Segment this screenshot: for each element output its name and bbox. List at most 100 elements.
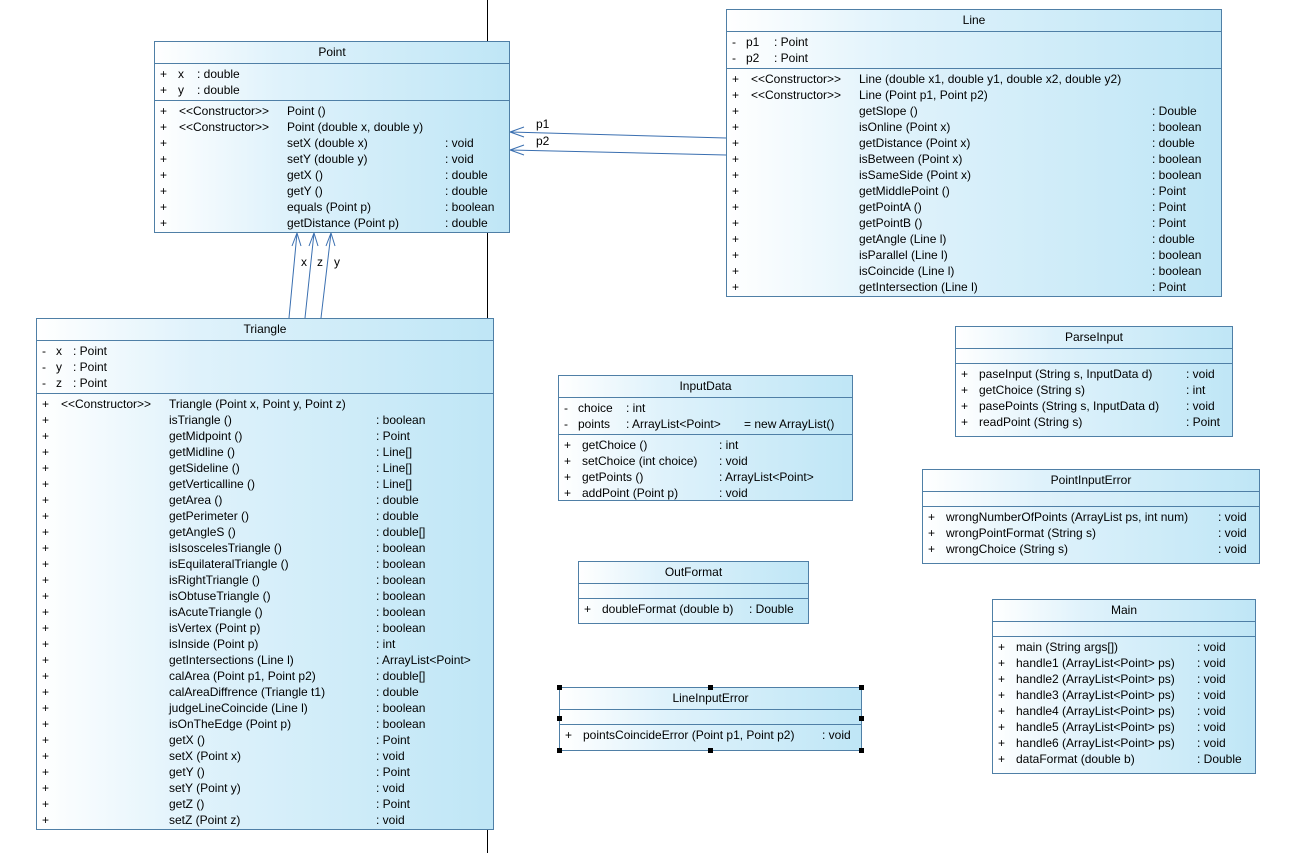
operation-row[interactable]: +calArea (Point p1, Point p2): double[] bbox=[37, 668, 493, 684]
operation-row[interactable]: +getIntersections (Line l): ArrayList<Po… bbox=[37, 652, 493, 668]
attribute-row[interactable]: -p1: Point bbox=[727, 34, 1221, 50]
operation-row[interactable]: +getZ (): Point bbox=[37, 796, 493, 812]
operation-row[interactable]: +wrongNumberOfPoints (ArrayList ps, int … bbox=[923, 509, 1259, 525]
operation-row[interactable]: +isOnline (Point x): boolean bbox=[727, 119, 1221, 135]
operation-row[interactable]: +handle2 (ArrayList<Point> ps): void bbox=[993, 671, 1255, 687]
operation-row[interactable]: +isVertex (Point p): boolean bbox=[37, 620, 493, 636]
operation-row[interactable]: +judgeLineCoincide (Line l): boolean bbox=[37, 700, 493, 716]
operation-row[interactable]: +addPoint (Point p): void bbox=[559, 485, 852, 501]
operation-row[interactable]: +wrongPointFormat (String s): void bbox=[923, 525, 1259, 541]
operation-row[interactable]: +getChoice (): int bbox=[559, 437, 852, 453]
class-main[interactable]: Main +main (String args[]): void +handle… bbox=[992, 599, 1256, 774]
operation-row[interactable]: +getPoints (): ArrayList<Point> bbox=[559, 469, 852, 485]
attribute-row[interactable]: +y: double bbox=[155, 82, 509, 98]
operation-row[interactable]: +wrongChoice (String s): void bbox=[923, 541, 1259, 557]
operation-row[interactable]: +isTriangle (): boolean bbox=[37, 412, 493, 428]
selection-handle-bottom-center[interactable] bbox=[708, 748, 713, 753]
operation-row[interactable]: +setY (double y): void bbox=[155, 151, 509, 167]
association-x-line[interactable] bbox=[288, 232, 298, 319]
class-pointinputerror[interactable]: PointInputError +wrongNumberOfPoints (Ar… bbox=[922, 469, 1260, 564]
selection-handle-bottom-right[interactable] bbox=[859, 748, 864, 753]
association-p1-line[interactable] bbox=[509, 131, 727, 139]
selection-handle-middle-left[interactable] bbox=[557, 716, 562, 721]
attribute-row[interactable]: -p2: Point bbox=[727, 50, 1221, 66]
operation-row[interactable]: +getPerimeter (): double bbox=[37, 508, 493, 524]
attribute-row[interactable]: -x: Point bbox=[37, 343, 493, 359]
operation-row[interactable]: +getMidpoint (): Point bbox=[37, 428, 493, 444]
association-z-line[interactable] bbox=[304, 232, 315, 319]
operation-row[interactable]: +<<Constructor>>Triangle (Point x, Point… bbox=[37, 396, 493, 412]
operation-row[interactable]: +getY (): Point bbox=[37, 764, 493, 780]
operation-row[interactable]: +isSameSide (Point x): boolean bbox=[727, 167, 1221, 183]
operation-row[interactable]: +getSlope (): Double bbox=[727, 103, 1221, 119]
operation-row[interactable]: +<<Constructor>>Line (double x1, double … bbox=[727, 71, 1221, 87]
operation-row[interactable]: +getChoice (String s): int bbox=[956, 382, 1232, 398]
attribute-row[interactable]: -y: Point bbox=[37, 359, 493, 375]
attribute-row[interactable]: -points: ArrayList<Point>= new ArrayList… bbox=[559, 416, 852, 432]
operation-row[interactable]: +handle1 (ArrayList<Point> ps): void bbox=[993, 655, 1255, 671]
operation-row[interactable]: +setY (Point y): void bbox=[37, 780, 493, 796]
selection-handle-bottom-left[interactable] bbox=[557, 748, 562, 753]
operation-row[interactable]: +<<Constructor>>Line (Point p1, Point p2… bbox=[727, 87, 1221, 103]
operation-row[interactable]: +isCoincide (Line l): boolean bbox=[727, 263, 1221, 279]
operation-row[interactable]: +getY (): double bbox=[155, 183, 509, 199]
attribute-row[interactable]: -z: Point bbox=[37, 375, 493, 391]
operation-row[interactable]: +getPointB (): Point bbox=[727, 215, 1221, 231]
operation-row[interactable]: +equals (Point p): boolean bbox=[155, 199, 509, 215]
operation-row[interactable]: +getArea (): double bbox=[37, 492, 493, 508]
operation-row[interactable]: +dataFormat (double b): Double bbox=[993, 751, 1255, 767]
association-p2-line[interactable] bbox=[509, 149, 727, 156]
operation-row[interactable]: +getMidline (): Line[] bbox=[37, 444, 493, 460]
class-parseinput[interactable]: ParseInput +paseInput (String s, InputDa… bbox=[955, 326, 1233, 437]
operation-row[interactable]: +handle3 (ArrayList<Point> ps): void bbox=[993, 687, 1255, 703]
operation-row[interactable]: +pasePoints (String s, InputData d): voi… bbox=[956, 398, 1232, 414]
operation-row[interactable]: +getVerticalline (): Line[] bbox=[37, 476, 493, 492]
class-triangle[interactable]: Triangle -x: Point -y: Point -z: Point +… bbox=[36, 318, 494, 830]
selection-handle-top-left[interactable] bbox=[557, 685, 562, 690]
operation-row[interactable]: +getIntersection (Line l): Point bbox=[727, 279, 1221, 295]
operation-row[interactable]: +isInside (Point p): int bbox=[37, 636, 493, 652]
operation-row[interactable]: +setChoice (int choice): void bbox=[559, 453, 852, 469]
operation-row[interactable]: +isObtuseTriangle (): boolean bbox=[37, 588, 493, 604]
operation-row[interactable]: +readPoint (String s): Point bbox=[956, 414, 1232, 430]
operation-row[interactable]: +isRightTriangle (): boolean bbox=[37, 572, 493, 588]
operation-row[interactable]: +isBetween (Point x): boolean bbox=[727, 151, 1221, 167]
selection-handle-middle-right[interactable] bbox=[859, 716, 864, 721]
class-point[interactable]: Point +x: double +y: double +<<Construct… bbox=[154, 41, 510, 233]
operation-row[interactable]: +getX (): double bbox=[155, 167, 509, 183]
operation-row[interactable]: +doubleFormat (double b): Double bbox=[579, 601, 808, 617]
operation-row[interactable]: +setX (double x): void bbox=[155, 135, 509, 151]
operation-row[interactable]: +getSideline (): Line[] bbox=[37, 460, 493, 476]
operation-row[interactable]: +handle5 (ArrayList<Point> ps): void bbox=[993, 719, 1255, 735]
selection-handle-top-right[interactable] bbox=[859, 685, 864, 690]
operation-row[interactable]: +isIsoscelesTriangle (): boolean bbox=[37, 540, 493, 556]
class-outformat[interactable]: OutFormat +doubleFormat (double b): Doub… bbox=[578, 561, 809, 624]
operation-row[interactable]: +getX (): Point bbox=[37, 732, 493, 748]
operation-row[interactable]: +getDistance (Point x): double bbox=[727, 135, 1221, 151]
operation-row[interactable]: +calAreaDiffrence (Triangle t1): double bbox=[37, 684, 493, 700]
operation-row[interactable]: +setZ (Point z): void bbox=[37, 812, 493, 828]
association-y-line[interactable] bbox=[320, 232, 332, 319]
operation-row[interactable]: +paseInput (String s, InputData d): void bbox=[956, 366, 1232, 382]
class-lineinputerror[interactable]: LineInputError +pointsCoincideError (Poi… bbox=[559, 687, 862, 751]
operation-row[interactable]: +main (String args[]): void bbox=[993, 639, 1255, 655]
operation-row[interactable]: +isParallel (Line l): boolean bbox=[727, 247, 1221, 263]
operation-row[interactable]: +getMiddlePoint (): Point bbox=[727, 183, 1221, 199]
operation-row[interactable]: +isEquilateralTriangle (): boolean bbox=[37, 556, 493, 572]
operation-row[interactable]: +getAngle (Line l): double bbox=[727, 231, 1221, 247]
operation-row[interactable]: +handle4 (ArrayList<Point> ps): void bbox=[993, 703, 1255, 719]
operation-row[interactable]: +isOnTheEdge (Point p): boolean bbox=[37, 716, 493, 732]
operation-row[interactable]: +<<Constructor>>Point () bbox=[155, 103, 509, 119]
attribute-row[interactable]: -choice: int bbox=[559, 400, 852, 416]
class-inputdata[interactable]: InputData -choice: int -points: ArrayLis… bbox=[558, 375, 853, 501]
class-line[interactable]: Line -p1: Point -p2: Point +<<Constructo… bbox=[726, 9, 1222, 297]
operation-row[interactable]: +getDistance (Point p): double bbox=[155, 215, 509, 231]
selection-handle-top-center[interactable] bbox=[708, 685, 713, 690]
operation-row[interactable]: +<<Constructor>>Point (double x, double … bbox=[155, 119, 509, 135]
operation-row[interactable]: +handle6 (ArrayList<Point> ps): void bbox=[993, 735, 1255, 751]
operation-row[interactable]: +isAcuteTriangle (): boolean bbox=[37, 604, 493, 620]
operation-row[interactable]: +setX (Point x): void bbox=[37, 748, 493, 764]
operation-row[interactable]: +pointsCoincideError (Point p1, Point p2… bbox=[560, 727, 861, 743]
operation-row[interactable]: +getAngleS (): double[] bbox=[37, 524, 493, 540]
attribute-row[interactable]: +x: double bbox=[155, 66, 509, 82]
